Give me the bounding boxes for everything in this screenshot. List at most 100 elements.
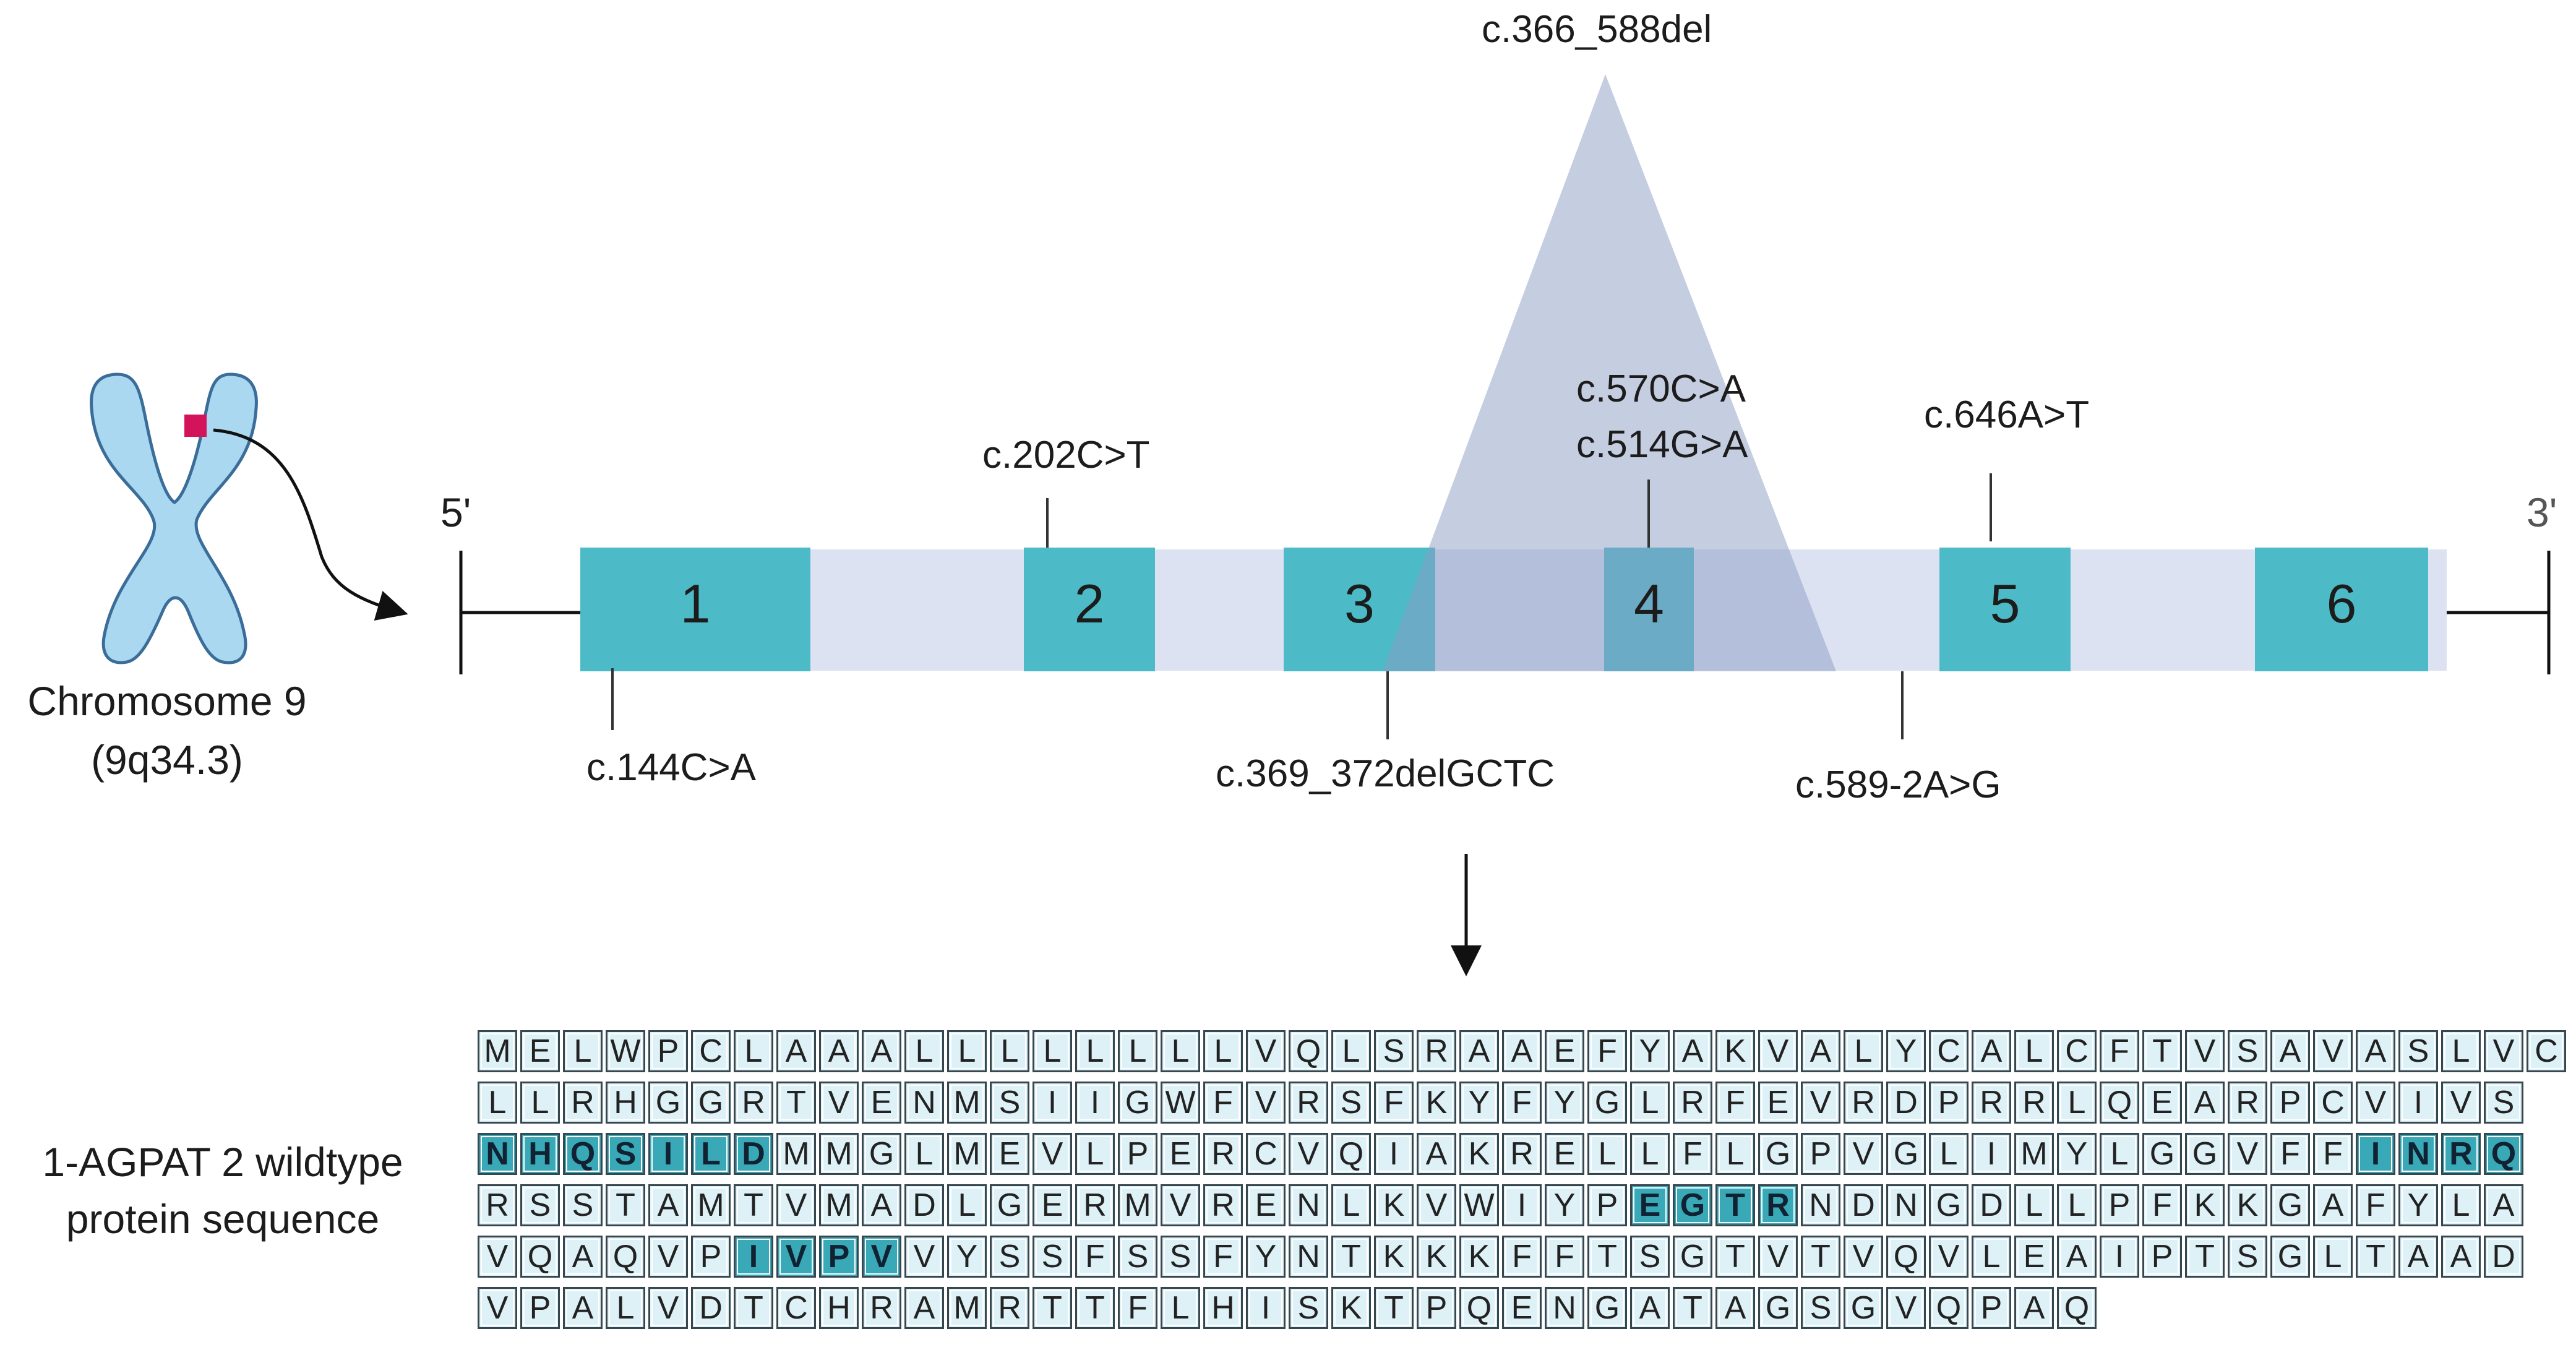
residue: G <box>1673 1184 1712 1226</box>
residue: Y <box>1630 1030 1670 1072</box>
residue: A <box>819 1030 859 1072</box>
residue: P <box>1972 1287 2011 1329</box>
residue: L <box>1331 1184 1371 1226</box>
residue: A <box>1459 1030 1499 1072</box>
residue: F <box>1545 1236 1584 1278</box>
residue: V <box>1033 1133 1072 1175</box>
residue: H <box>819 1287 859 1329</box>
residue: L <box>904 1030 944 1072</box>
residue: L <box>947 1030 987 1072</box>
chromosome-name: Chromosome 9 <box>27 678 307 724</box>
residue: K <box>1417 1236 1456 1278</box>
residue: A <box>2398 1236 2438 1278</box>
deletion-label: c.366_588del <box>1482 8 1712 51</box>
residue: T <box>1673 1287 1712 1329</box>
residue: H <box>1203 1287 1243 1329</box>
residue: L <box>2014 1030 2054 1072</box>
residue: R <box>862 1287 901 1329</box>
residue: R <box>990 1287 1029 1329</box>
residue: L <box>2057 1082 2097 1124</box>
residue: G <box>862 1133 901 1175</box>
residue: S <box>1161 1236 1200 1278</box>
residue: L <box>1075 1030 1115 1072</box>
residue: R <box>1203 1184 1243 1226</box>
residue: N <box>478 1133 517 1175</box>
residue: S <box>2484 1082 2523 1124</box>
residue: V <box>1844 1133 1883 1175</box>
exon-5-label: 5 <box>1990 573 2020 634</box>
residue: L <box>2313 1236 2353 1278</box>
residue: D <box>691 1287 731 1329</box>
residue: V <box>1246 1030 1286 1072</box>
residue: D <box>734 1133 773 1175</box>
residue: V <box>819 1082 859 1124</box>
residue: D <box>1886 1082 1926 1124</box>
residue: T <box>1715 1184 1755 1226</box>
residue: L <box>1161 1287 1200 1329</box>
residue: M <box>819 1133 859 1175</box>
residue: I <box>1033 1082 1072 1124</box>
residue: R <box>1844 1082 1883 1124</box>
mutation-c514: c.514G>A <box>1576 423 1748 466</box>
exon-1-label: 1 <box>680 573 711 634</box>
residue: F <box>2100 1030 2139 1072</box>
mutation-c369: c.369_372delGCTC <box>1216 752 1555 795</box>
residue: E <box>1161 1133 1200 1175</box>
residue: G <box>2270 1184 2310 1226</box>
mutation-c646: c.646A>T <box>1924 394 2090 436</box>
residue: F <box>1374 1082 1414 1124</box>
residue: I <box>2398 1082 2438 1124</box>
chromosome-icon <box>90 372 258 665</box>
residue: E <box>2142 1082 2182 1124</box>
residue: A <box>648 1184 688 1226</box>
residue: M <box>478 1030 517 1072</box>
residue: Q <box>1331 1133 1371 1175</box>
residue: L <box>1587 1133 1627 1175</box>
residue: T <box>1331 1236 1371 1278</box>
residue: V <box>648 1287 688 1329</box>
residue: R <box>2228 1082 2267 1124</box>
residue: F <box>1587 1030 1627 1072</box>
mutation-c202: c.202C>T <box>982 434 1150 476</box>
residue: K <box>1715 1030 1755 1072</box>
residue: S <box>2228 1236 2267 1278</box>
residue: R <box>1289 1082 1328 1124</box>
residue: N <box>1886 1184 1926 1226</box>
residue: A <box>2057 1236 2097 1278</box>
residue: L <box>520 1082 560 1124</box>
residue: H <box>520 1133 560 1175</box>
residue: E <box>1033 1184 1072 1226</box>
residue: E <box>2014 1236 2054 1278</box>
residue: A <box>1972 1030 2011 1072</box>
residue: S <box>2228 1030 2267 1072</box>
residue: K <box>1417 1082 1456 1124</box>
residue: V <box>1161 1184 1200 1226</box>
residue: V <box>2228 1133 2267 1175</box>
residue: I <box>1246 1287 1286 1329</box>
residue: C <box>1246 1133 1286 1175</box>
exon-1 <box>580 548 810 671</box>
residue: P <box>648 1030 688 1072</box>
mutation-c589: c.589-2A>G <box>1795 764 2001 806</box>
residue: Q <box>520 1236 560 1278</box>
residue: V <box>1844 1236 1883 1278</box>
residue: L <box>1630 1082 1670 1124</box>
residue: R <box>734 1082 773 1124</box>
residue: E <box>862 1082 901 1124</box>
residue: A <box>1630 1287 1670 1329</box>
residue: N <box>1289 1184 1328 1226</box>
residue: Y <box>1886 1030 1926 1072</box>
residue: G <box>648 1082 688 1124</box>
residue: A <box>2356 1030 2395 1072</box>
residue: C <box>1929 1030 1968 1072</box>
residue: V <box>2441 1082 2481 1124</box>
residue: A <box>1673 1030 1712 1072</box>
residue: K <box>2228 1184 2267 1226</box>
residue: I <box>1502 1184 1542 1226</box>
residue: Q <box>563 1133 603 1175</box>
residue: S <box>1118 1236 1157 1278</box>
residue: A <box>776 1030 816 1072</box>
